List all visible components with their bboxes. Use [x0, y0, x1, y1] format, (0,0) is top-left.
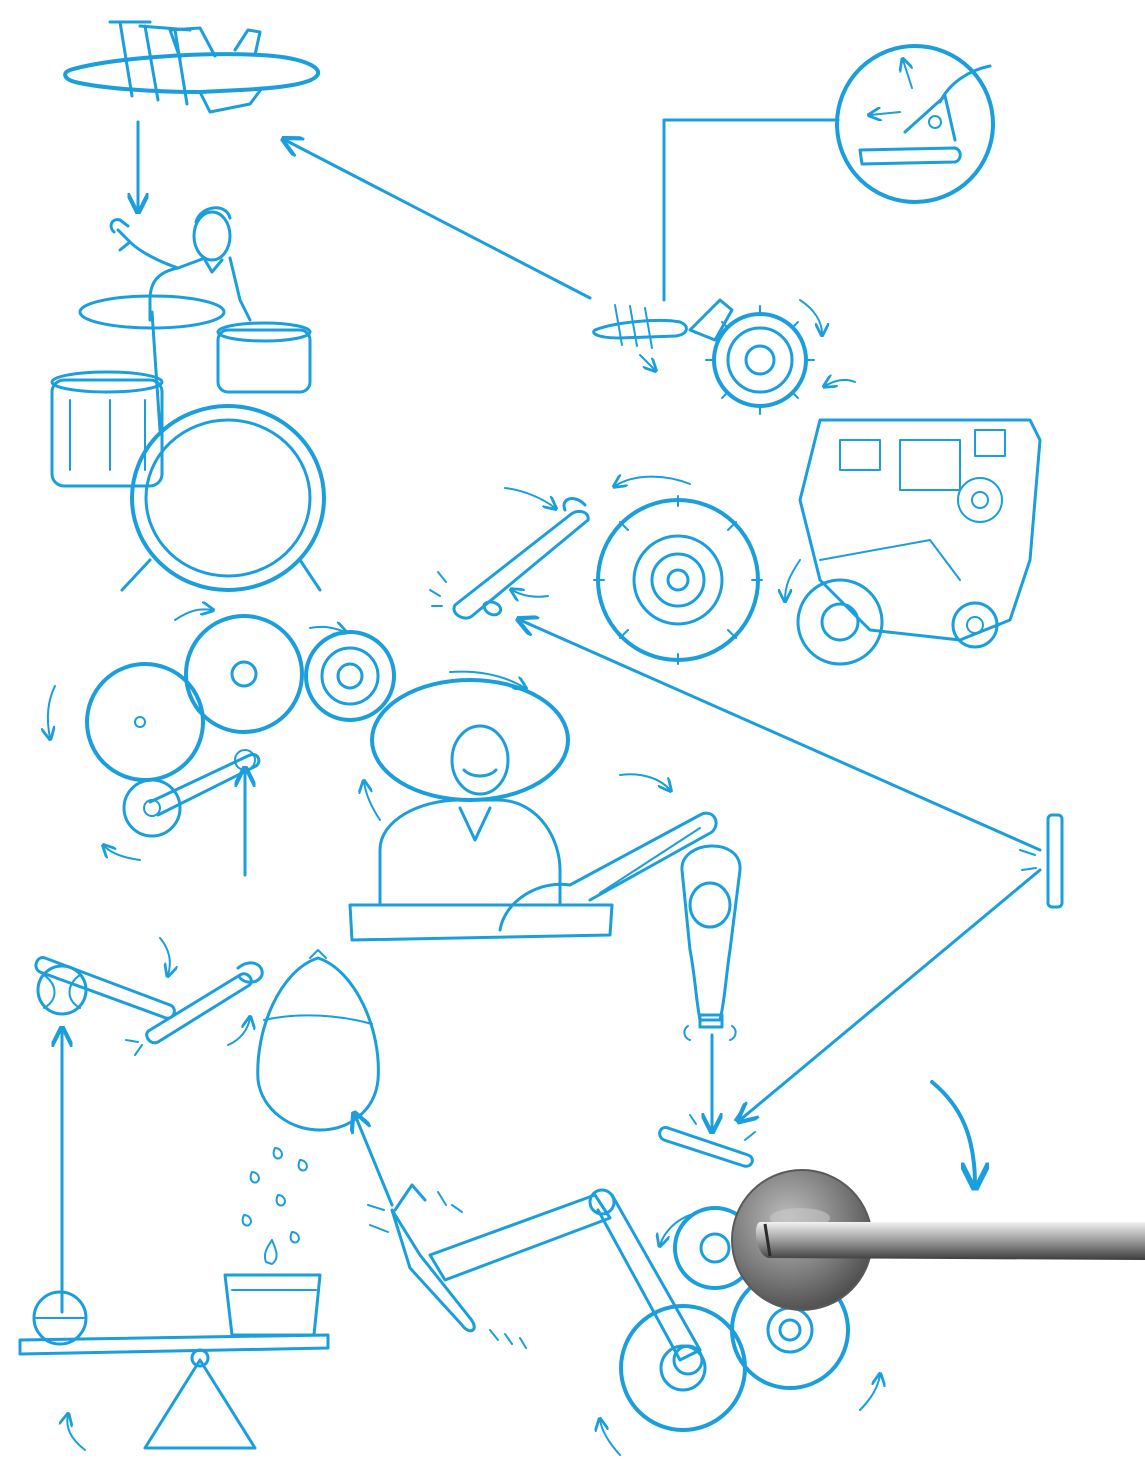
- arrow-knife-to-balloon: [355, 1115, 392, 1205]
- arrow-mirror-to-plate: [740, 870, 1040, 1120]
- mirror-reflector: [1020, 815, 1062, 907]
- lever-and-large-gear: [430, 477, 762, 664]
- mariachi-guitarist: [350, 680, 716, 940]
- balance-scale: [20, 1292, 328, 1450]
- drummer: [111, 208, 250, 320]
- curved-arrow-to-handle: [932, 1082, 975, 1185]
- knife-arm: [368, 1185, 702, 1374]
- water-drops: [243, 1148, 307, 1243]
- door-handle: [732, 1170, 1145, 1310]
- arrow-mirror-to-lever: [520, 620, 1040, 850]
- arrow-to-airplane: [285, 140, 590, 298]
- gear-train-top-left: [48, 609, 525, 860]
- deflector-plate: [660, 1127, 753, 1166]
- inset-circle: [837, 46, 993, 202]
- drum-kit: [52, 296, 324, 590]
- machine-block: [785, 420, 1040, 664]
- handle-lever[interactable]: [756, 1222, 1145, 1260]
- airplane: [65, 22, 318, 112]
- inset-leader-line: [664, 120, 838, 300]
- water-balloon: [258, 950, 379, 1130]
- glass-with-candle: [225, 1240, 320, 1335]
- ketchup-bottle: [682, 846, 740, 1040]
